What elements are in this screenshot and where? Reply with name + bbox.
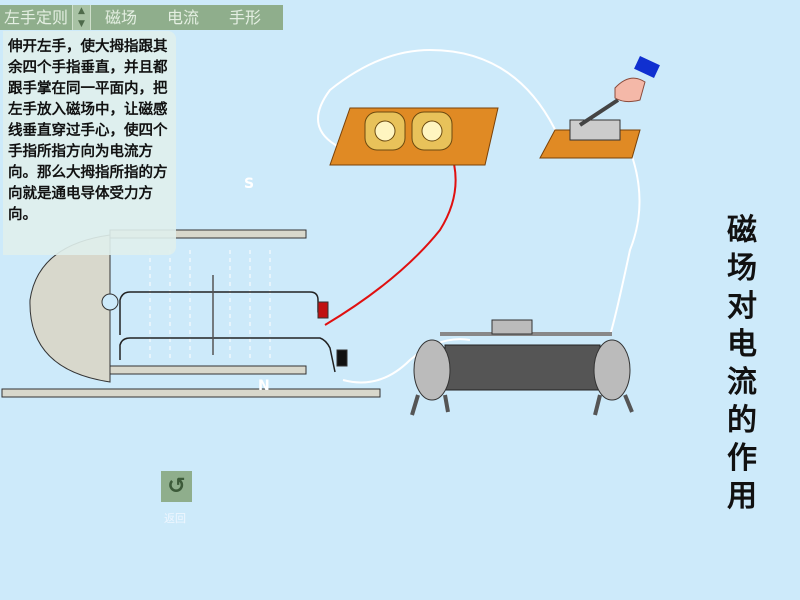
north-pole-label: N xyxy=(258,378,270,394)
menu-bar: 左手定则 ▲ ▼ 磁场 电流 手形 xyxy=(0,5,284,30)
wires xyxy=(317,48,641,384)
terminals xyxy=(317,301,348,367)
rails xyxy=(119,275,336,373)
back-button[interactable]: ↺ xyxy=(161,471,192,502)
menu-current[interactable]: 电流 xyxy=(167,8,200,27)
menu-left-hand-rule[interactable]: 左手定则 xyxy=(0,5,74,30)
magnet xyxy=(1,229,381,398)
field-lines xyxy=(149,250,271,362)
rheostat xyxy=(410,319,634,416)
spinner-up-icon[interactable]: ▲ xyxy=(78,6,85,16)
switch xyxy=(539,56,660,159)
menu-magnetic-field[interactable]: 磁场 xyxy=(105,8,138,27)
menu-hand[interactable]: 手形 xyxy=(229,8,262,27)
battery-holder xyxy=(329,107,499,166)
page-title: 磁场对电流的作用 xyxy=(727,213,757,514)
menu-spinner[interactable]: ▲ ▼ xyxy=(73,5,92,30)
south-pole-label: S xyxy=(244,176,255,192)
u-turn-icon: ↺ xyxy=(167,474,186,499)
spinner-down-icon[interactable]: ▼ xyxy=(78,18,85,29)
back-label[interactable]: 返回 xyxy=(164,512,186,525)
explanation-panel: 伸开左手，使大拇指跟其余四个手指垂直，并且都跟手掌在同一平面内，把左手放入磁场中… xyxy=(3,31,176,255)
